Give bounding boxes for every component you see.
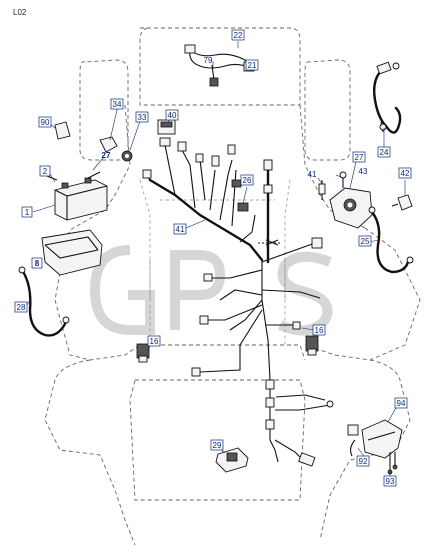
relay-34 [157,119,176,135]
callout-27-right: 27 [355,153,364,162]
callout-79: 79 [204,56,213,65]
callout-93: 93 [386,477,395,486]
machine-outline [44,27,421,546]
callout-1: 1 [25,208,30,217]
callout-42: 42 [401,169,410,178]
switch-16-left [136,343,150,363]
callout-26: 26 [243,176,252,185]
callout-22: 22 [234,31,243,40]
ignition-assembly [318,171,373,229]
callout-29: 29 [213,441,222,450]
callout-90: 90 [41,118,50,127]
callout-92: 92 [359,457,368,466]
callout-94: 94 [397,399,406,408]
battery-tray [41,229,103,276]
vertical-harness [263,159,273,264]
callout-28: 28 [17,303,26,312]
page-label: L02 [13,8,27,17]
callout-30: 33 [138,113,147,122]
battery [46,171,108,221]
callout-43: 43 [359,167,368,176]
part-29 [215,447,249,473]
part-90 [54,121,71,140]
part-33 [99,136,118,153]
callout-21: 21 [248,61,257,70]
headlight-harness [184,44,255,87]
callout-2: 2 [43,167,48,176]
callout-24: 24 [380,148,389,157]
callout-16-left: 16 [150,337,159,346]
part-30 [121,150,133,162]
part-42 [391,194,413,211]
callout-27-left: 27 [102,151,111,160]
part-94-assembly [347,419,403,475]
main-harness [142,137,334,467]
switch-16-right [305,335,319,356]
watermark [89,245,333,336]
callout-labels: 22 21 79 24 34 33 40 90 1 2 27 26 41 27 … [14,29,412,487]
callout-16-right: 16 [315,326,324,335]
callout-33: 34 [113,100,122,109]
callout-34: 40 [168,111,177,120]
cable-24 [372,61,402,134]
callout-40: 41 [176,225,185,234]
callout-25: 25 [361,237,370,246]
callout-8: 8 [35,259,40,268]
part-26 [237,202,249,212]
cable-28 [18,266,70,337]
callout-41: 41 [308,170,317,179]
callout-leaders [26,41,406,478]
cable-25 [368,206,414,274]
